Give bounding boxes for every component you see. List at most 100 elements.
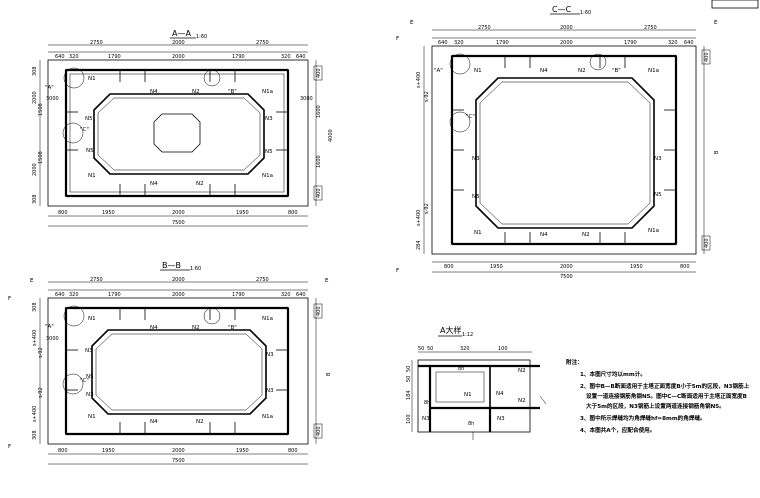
cc-rdim-1: 400 [704,52,710,62]
aa-tag-a: "A" [45,85,54,91]
aa-rdim-4: 1600 [316,155,322,168]
note-3: 3、图中所示焊缝均为角焊缝hf=8mm的角焊缝。 [580,414,706,422]
cc-n4-top: N4 [540,68,548,74]
bb-n1a-bottom: N1a [262,414,273,420]
cc-ldim-5: 284 [416,240,422,250]
title-tab [711,0,759,9]
aa-dim-b: 320 [69,54,79,60]
detail-n2-top: N2 [518,368,526,374]
bb-n1a-top: N1a [262,316,273,322]
detail-dim-t3: 320 [460,346,470,352]
aa-inner-right: 3000 [300,96,313,102]
cc-rdim-2: B [714,150,720,154]
aa-n5-left-2: N5 [86,148,94,154]
aa-ldim-6: 308 [32,194,38,204]
section-cc: C—C 1:60 E E F F 2750 2000 2750 640 320 … [396,5,720,280]
cc-n1-top: N1 [474,68,482,74]
cc-n1-bottom: N1 [474,230,482,236]
bb-rdim-2: B [326,372,332,376]
aa-tag-b: "B" [228,89,237,95]
bb-dim-g: 640 [296,292,306,298]
bb-dim-d: 2000 [172,292,185,298]
cc-n3-left: N3 [472,156,480,162]
aa-dim-a: 640 [55,54,65,60]
bb-ldim-6: 308 [32,430,38,440]
bb-bdim-4: 1950 [236,448,249,454]
aa-dim-d: 2000 [172,54,185,60]
aa-bdim-4: 1950 [236,210,249,216]
cc-tag-c: "C" [466,114,475,120]
cc-mark-f: F [396,36,399,42]
cc-n5-right: N5 [654,192,662,198]
detail-n3-left: N3 [422,416,430,422]
bb-rdim-1: 400 [316,306,322,316]
section-aa-scale: 1:60 [196,34,207,40]
cc-n3-right: N3 [654,156,662,162]
bb-n3-left-2: N3 [86,392,94,398]
bb-mark-e-r: E [325,278,329,284]
aa-overall: 7500 [172,220,185,226]
section-cc-scale: 1:60 [580,10,591,16]
bb-bdim-3: 2000 [172,448,185,454]
bb-bdim-5: 800 [288,448,298,454]
bb-ldim-2: s+400 [32,330,38,346]
aa-dim-g: 640 [296,54,306,60]
cc-n5-left: N5 [472,194,480,200]
bb-n2-bottom: N2 [196,419,204,425]
bb-dim-top-3: 2750 [256,277,269,283]
aa-ldim-5: 2000 [32,163,38,176]
note-1: 1、本图尺寸均以mm计。 [580,370,646,378]
cc-n1a-top: N1a [648,68,659,74]
aa-rdim-3: 4000 [328,129,334,142]
aa-bdim-1: 800 [58,210,68,216]
aa-dim-top-3: 2750 [256,40,269,46]
bb-dim-e: 1790 [232,292,245,298]
cc-n2-bottom: N2 [582,232,590,238]
aa-rdim-1: 400 [316,68,322,78]
cc-ldim-2: s-92 [424,91,430,102]
detail-weld-bottom: 8h [468,421,474,427]
aa-dim-f: 320 [281,54,291,60]
detail-scale: 1:12 [462,332,473,338]
aa-dim-top-2: 2000 [172,40,185,46]
section-cc-title: C—C [552,5,572,14]
notes: 附注： 1、本图尺寸均以mm计。 2、图中B—B断面适用于主塔正面宽度B小于5m… [566,358,750,434]
cc-tag-b: "B" [612,68,621,74]
aa-ldim-1: 308 [32,66,38,76]
aa-tag-c: "C" [80,127,89,133]
section-aa-title: A—A [172,29,191,38]
bb-dim-top-2: 2000 [172,277,185,283]
note-2: 2、图中B—B断面适用于主塔正面宽度B小于5m的区段，N3钢筋上 [580,382,750,390]
bb-dim-b: 320 [69,292,79,298]
note-2b: 设置一道连接钢筋角钢N5。图中C—C断面适用于主塔正面宽度B [586,392,747,400]
detail-weld-top: 8h [458,366,464,372]
aa-n5-right: N5 [265,149,273,155]
cc-dim-top-1: 2750 [478,25,491,31]
cc-bdim-5: 800 [680,264,690,270]
cc-dim-g: 640 [684,40,694,46]
aa-rdim-5: 400 [316,188,322,198]
aa-bdim-5: 800 [288,210,298,216]
aa-dim-top-1: 2750 [90,40,103,46]
detail-n1: N1 [464,392,472,398]
cc-tag-a: "A" [434,68,443,74]
note-4: 4、本图共A个，应配合使用。 [580,426,655,434]
cc-n1a-bottom: N1a [648,228,659,234]
bb-n4-top: N4 [150,325,158,331]
aa-n3-right: N3 [265,116,273,122]
cc-dim-top-2: 2000 [560,25,573,31]
bb-tag-b: "B" [228,325,237,331]
aa-rdim-2: 1600 [316,105,322,118]
cc-ldim-1: s+400 [416,72,422,88]
bb-n3-right: N3 [266,352,274,358]
bb-rdim-3: 400 [316,426,322,436]
cc-mark-f-2: F [396,268,399,274]
bb-ldim-5: s+400 [32,406,38,422]
aa-dim-e: 1790 [232,54,245,60]
detail-weld-left: 8h [424,400,430,406]
cc-mark-e: E [410,20,414,26]
aa-n1a-bottom: N1a [262,173,273,179]
cc-bdim-2: 1950 [490,264,503,270]
cc-n2-top: N2 [578,68,586,74]
